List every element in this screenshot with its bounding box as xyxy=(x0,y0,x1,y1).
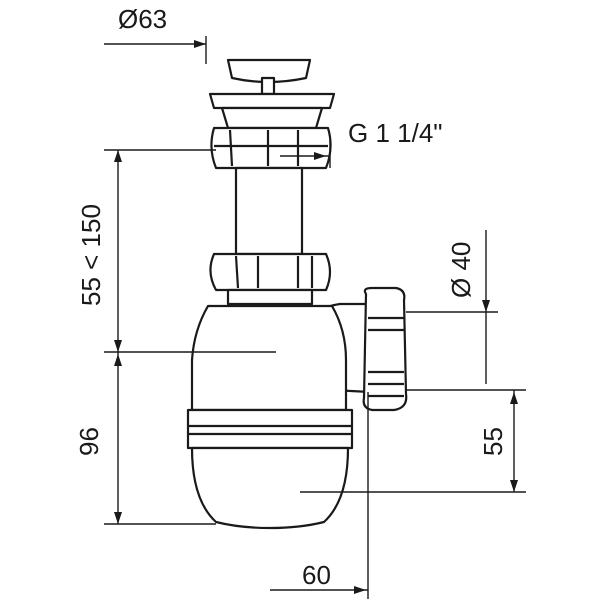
dim-strainer-diameter: Ø63 xyxy=(104,4,207,64)
dim-outlet-diameter: Ø 40 xyxy=(406,230,526,391)
dim-thread: G 1 1/4" xyxy=(280,118,443,168)
bottle-trap-bowl xyxy=(186,304,354,530)
strainer-cap xyxy=(226,58,312,96)
label-outlet-height: 55 xyxy=(478,427,508,456)
label-outlet-offset: 60 xyxy=(302,560,331,590)
label-bowl-height: 96 xyxy=(74,427,104,456)
bowl-neck xyxy=(226,288,314,306)
label-adjustable-height: 55 < 150 xyxy=(76,204,106,306)
label-strainer-diameter: Ø63 xyxy=(118,4,167,34)
label-thread: G 1 1/4" xyxy=(348,118,443,148)
dim-bowl-height: 96 xyxy=(74,351,276,525)
dim-adjustable-height: 55 < 150 xyxy=(76,149,216,352)
dim-outlet-height: 55 xyxy=(300,390,526,493)
upper-nut xyxy=(210,126,332,170)
label-outlet-diameter: Ø 40 xyxy=(446,242,476,298)
outlet-nut xyxy=(362,286,408,412)
lower-nut xyxy=(209,252,332,292)
dim-outlet-offset: 60 xyxy=(270,392,369,599)
tail-pipe xyxy=(234,166,304,256)
sink-flange xyxy=(208,92,336,110)
flange-neck xyxy=(220,106,324,130)
